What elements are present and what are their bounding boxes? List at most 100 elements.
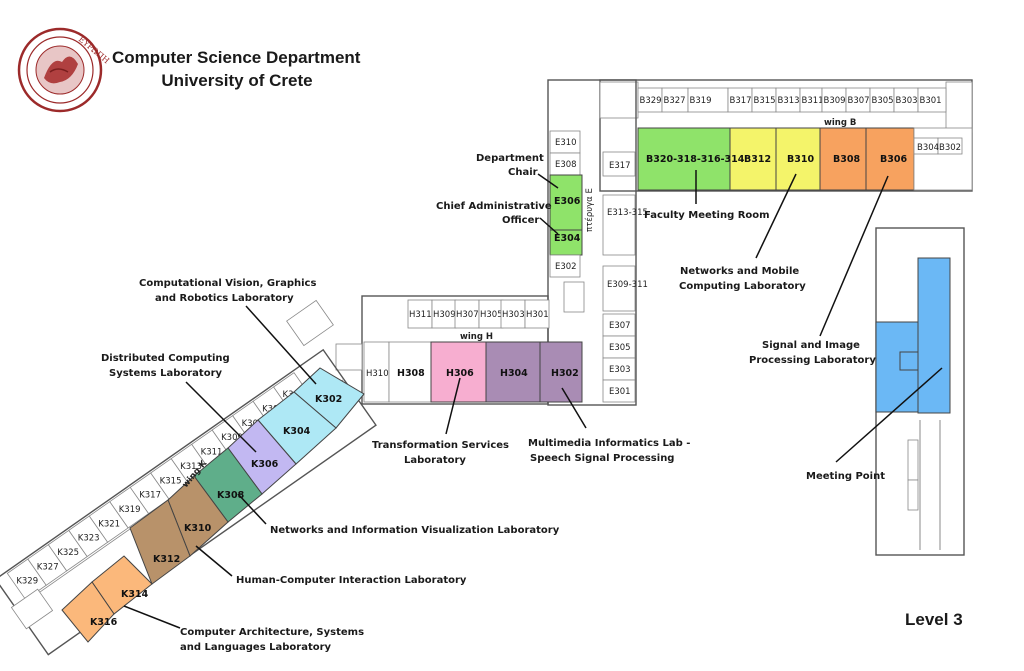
room-label: B327: [664, 96, 686, 106]
room-label: H303: [502, 310, 525, 320]
room-label: B311: [802, 96, 824, 106]
room-label: K307: [242, 419, 264, 429]
room-e308: E308: [555, 160, 577, 170]
label-transformation-1: Transformation Services: [372, 440, 509, 451]
room-k306: K306: [251, 459, 279, 470]
room-e304: E304: [554, 233, 581, 244]
room-label: K311: [201, 448, 223, 458]
room-e302: E302: [555, 262, 577, 272]
room-label: B313: [778, 96, 800, 106]
label-chief-admin-2: Officer: [502, 215, 539, 226]
room-cell: [407, 299, 433, 329]
room-label: K329: [16, 577, 38, 587]
room-cell: [727, 87, 753, 113]
university-seal-logo: ΕΥΡΩΠΗ: [17, 27, 111, 113]
wing-b-label: wing B: [824, 118, 856, 128]
label-faculty-room: Faculty Meeting Room: [644, 210, 770, 221]
room-h302: H302: [551, 368, 579, 379]
room-k302: K302: [315, 394, 342, 405]
room-label: K319: [119, 505, 141, 515]
room-e309-311: E309-311: [607, 280, 648, 290]
room-cell: [751, 87, 777, 113]
room-label: K323: [78, 534, 100, 544]
room-e313-315: E313-315: [607, 208, 648, 218]
room-label: B303: [896, 96, 918, 106]
room-cell: [893, 87, 919, 113]
room-label: K317: [139, 491, 161, 501]
label-architecture-2: and Languages Laboratory: [180, 642, 332, 653]
wing-h-label: wing H: [460, 332, 493, 342]
room-k308: K308: [217, 490, 245, 501]
room-e305: E305: [609, 343, 631, 353]
room-b308: B308: [833, 154, 860, 165]
room-e301: E301: [609, 387, 631, 397]
room-h304: H304: [500, 368, 528, 379]
room-k316: K316: [90, 617, 118, 628]
label-distributed-2: Systems Laboratory: [109, 368, 222, 379]
room-k304: K304: [283, 426, 311, 437]
room-cell: [775, 87, 801, 113]
room-b306: B306: [880, 154, 907, 165]
room-label: B307: [848, 96, 870, 106]
room-label: B309: [824, 96, 846, 106]
label-meeting-point: Meeting Point: [806, 471, 885, 482]
room-label: H309: [433, 310, 456, 320]
room-cell: [869, 87, 895, 113]
label-transformation-2: Laboratory: [404, 455, 466, 466]
label-signal-image-2: Processing Laboratory: [749, 355, 876, 366]
room-cell: [524, 299, 550, 329]
room-b304: B304: [917, 143, 939, 153]
room-h306: H306: [446, 368, 474, 379]
room-label: B317: [730, 96, 752, 106]
label-distributed-1: Distributed Computing: [101, 353, 230, 364]
room-b312: B312: [744, 154, 771, 165]
wing-e: E310 E308 E317 E306 E304 E313-315 E302 E…: [547, 79, 648, 406]
room-cell: [821, 87, 847, 113]
room-e307: E307: [609, 321, 631, 331]
room-label: K313: [180, 462, 202, 472]
room-cell: [454, 299, 480, 329]
label-chief-admin-1: Chief Administrative: [436, 201, 552, 212]
page-title-line2: University of Crete: [161, 71, 313, 90]
room-k314: K314: [121, 589, 149, 600]
label-vision-1: Computational Vision, Graphics: [139, 278, 316, 289]
room-label: B315: [754, 96, 776, 106]
room-e310: E310: [555, 138, 577, 148]
room-h308: H308: [397, 368, 425, 379]
room-e317: E317: [609, 161, 631, 171]
room-b310: B310: [787, 154, 814, 165]
room-cell: [431, 299, 457, 329]
room-b320-318-316-314: B320-318-316-314: [646, 154, 745, 165]
room-label: B329: [640, 96, 662, 106]
room-label: H307: [456, 310, 479, 320]
room-label: H305: [480, 310, 503, 320]
label-networks-info: Networks and Information Visualization L…: [270, 525, 560, 536]
room-b302: B302: [939, 143, 961, 153]
label-dept-chair-1: Department: [476, 153, 544, 164]
room-cell: [917, 87, 947, 113]
label-architecture-1: Computer Architecture, Systems: [180, 627, 364, 638]
callout-labels: Department Chair Chief Administrative Of…: [101, 153, 885, 653]
room-label: K325: [57, 548, 79, 558]
room-label: K327: [37, 562, 59, 572]
wing-e-label: πτέρυγα Ε: [584, 188, 595, 232]
room-label: B301: [920, 96, 942, 106]
room-h310: H310: [366, 369, 389, 379]
page-title-line1: Computer Science Department: [112, 48, 361, 67]
room-label: B305: [872, 96, 894, 106]
room-e303: E303: [609, 365, 631, 375]
level-label: Level 3: [905, 610, 963, 629]
label-signal-image-1: Signal and Image: [762, 340, 860, 351]
label-networks-mobile-2: Computing Laboratory: [679, 281, 806, 292]
room-e306: E306: [554, 196, 581, 207]
room-label: B319: [690, 96, 712, 106]
label-hci: Human-Computer Interaction Laboratory: [236, 575, 467, 586]
room-label: K321: [98, 519, 120, 529]
room-cell: [500, 299, 526, 329]
label-multimedia-2: Speech Signal Processing: [530, 453, 674, 464]
room-label: H301: [526, 310, 549, 320]
room-label: K309: [221, 433, 243, 443]
